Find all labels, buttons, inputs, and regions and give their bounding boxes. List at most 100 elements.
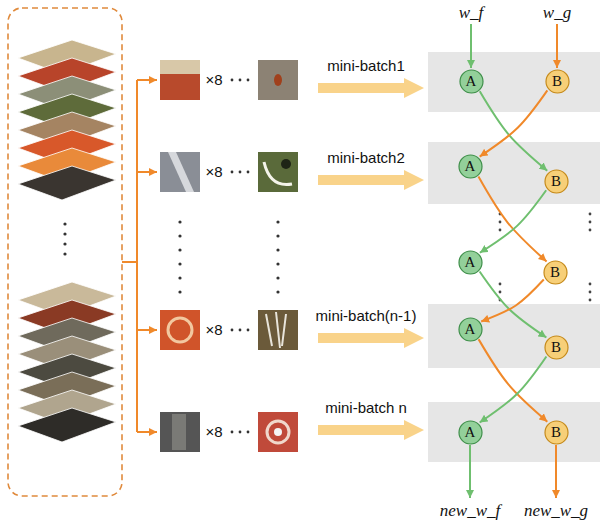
thumbnail <box>258 152 298 192</box>
flow-arrow <box>481 280 544 322</box>
flow-arrow <box>480 271 547 337</box>
node-b-circle: B <box>543 260 568 285</box>
node-a-circle: A <box>458 154 483 179</box>
node-b-circle: B <box>545 69 570 94</box>
circle-shape <box>545 170 568 193</box>
ellipsis-dots <box>499 213 592 302</box>
branch-line <box>136 80 138 432</box>
batch-arrow <box>318 170 424 190</box>
node-label: B <box>551 340 561 355</box>
thumbnail-detail <box>274 428 282 436</box>
node-a-circle: A <box>458 420 483 445</box>
thumbnail <box>258 60 298 100</box>
batch-label: mini-batch1 <box>327 58 405 75</box>
batch-label: mini-batch2 <box>327 150 405 167</box>
flow-arrow <box>480 90 548 156</box>
thumbnail-detail <box>168 318 192 342</box>
ellipsis-dots <box>178 79 279 434</box>
batch-label: mini-batch(n-1) <box>316 308 417 325</box>
batch-arrow <box>318 78 424 98</box>
parameter-label: new_w_f <box>440 502 500 521</box>
flow-arrow <box>478 177 546 262</box>
node-label: A <box>465 255 476 270</box>
node-label: B <box>552 74 562 89</box>
flow-arrow <box>479 339 548 421</box>
step-panel <box>428 52 600 112</box>
circle-shape <box>460 70 483 93</box>
parameter-arrow <box>469 445 471 498</box>
batch-arrows <box>318 78 424 440</box>
batch-label: mini-batch n <box>325 400 407 417</box>
image-stack <box>18 40 116 200</box>
thumbnail <box>160 60 200 100</box>
stack-image <box>18 166 116 200</box>
batch-label: ×8 <box>205 424 222 441</box>
flow-arrow <box>480 190 546 252</box>
flow-arrow <box>480 356 547 422</box>
parameter-arrow <box>556 24 558 68</box>
circle-shape <box>545 421 568 444</box>
branch-line <box>137 431 157 433</box>
batch-label: ×8 <box>205 164 222 181</box>
thumbnail <box>160 412 200 452</box>
node-a-circle: A <box>458 317 483 342</box>
thumbnail-detail <box>172 414 186 450</box>
dataset-box <box>8 8 122 496</box>
circle-shape <box>544 261 567 284</box>
batch-label: ×8 <box>205 72 222 89</box>
step-panel <box>428 402 600 462</box>
branch-line <box>137 79 157 81</box>
node-label: B <box>551 425 561 440</box>
thumbnail <box>160 310 200 350</box>
node-b-circle: B <box>544 169 569 194</box>
ellipsis-dots <box>63 222 66 255</box>
circle-shape <box>459 251 482 274</box>
batch-label: ×8 <box>205 322 222 339</box>
batch-arrow <box>318 328 424 348</box>
stack-image <box>18 408 116 442</box>
parameter-arrows <box>470 24 557 498</box>
thumbnail-detail <box>281 159 291 169</box>
parameter-label: w_g <box>543 4 571 23</box>
branch-line <box>137 329 157 331</box>
branch-line <box>137 171 157 173</box>
thumbnail-detail <box>168 152 194 192</box>
thumbnail-detail <box>160 60 200 74</box>
branch-line <box>122 261 137 263</box>
node-a-circle: A <box>458 250 483 275</box>
thumbnail <box>258 412 298 452</box>
node-label: A <box>465 322 476 337</box>
batch-arrow <box>318 420 424 440</box>
node-a-circle: A <box>459 69 484 94</box>
parameter-arrow <box>555 445 557 498</box>
node-label: B <box>550 265 560 280</box>
node-label: A <box>465 425 476 440</box>
node-b-circle: B <box>544 420 569 445</box>
parameter-label: new_w_g <box>524 502 588 521</box>
branch-arrows <box>122 80 157 432</box>
node-b-circle: B <box>544 335 569 360</box>
thumbnail-detail <box>266 312 286 348</box>
parameter-label: w_f <box>459 4 484 23</box>
thumbnail-detail <box>274 74 282 86</box>
circle-shape <box>546 70 569 93</box>
thumbnail-detail <box>267 421 289 443</box>
flow-arrow <box>480 91 548 170</box>
circle-shape <box>459 155 482 178</box>
circle-shape <box>459 318 482 341</box>
step-panels <box>428 52 600 462</box>
node-label: A <box>465 159 476 174</box>
parameter-arrow <box>470 24 472 68</box>
circle-shape <box>545 336 568 359</box>
image-stack <box>18 282 116 442</box>
step-panel <box>428 142 600 204</box>
thumbnails <box>160 60 298 452</box>
thumbnail <box>258 310 298 350</box>
node-label: A <box>466 74 477 89</box>
node-label: B <box>551 174 561 189</box>
circle-shape <box>459 421 482 444</box>
thumbnail <box>160 152 200 192</box>
